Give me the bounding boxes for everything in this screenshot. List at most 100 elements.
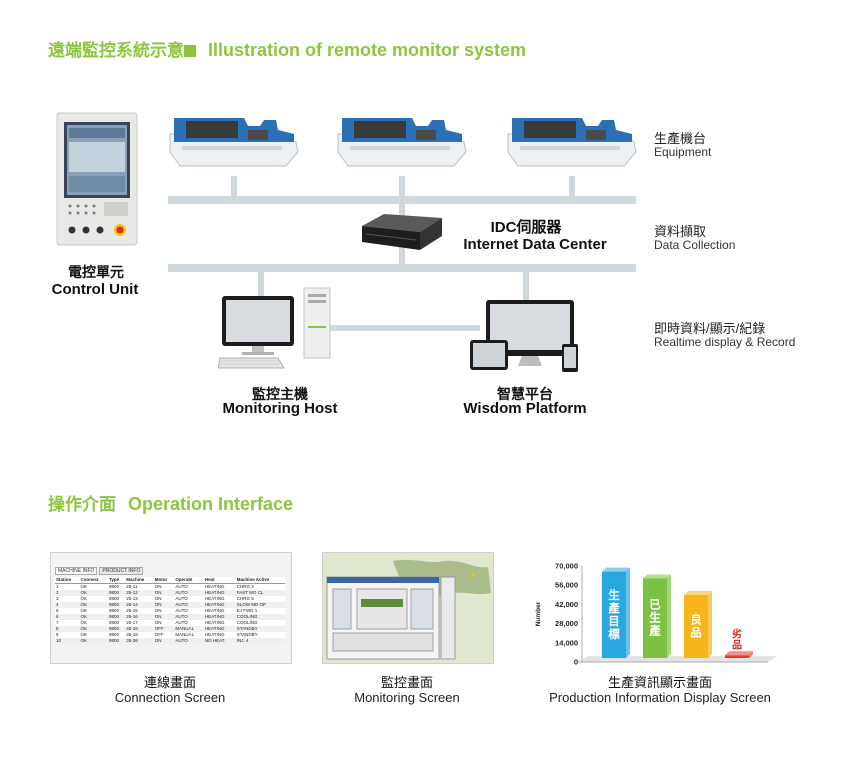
level-data-collection-zh: 資料擷取 [654,224,707,239]
table-cell: ON [154,638,162,643]
monitoring-host-icon [218,287,331,369]
monitoring-screen-thumbnail [322,552,494,664]
table-header-cell: Motor [153,577,175,584]
table-cell: 8 [56,626,59,631]
table-cell: OK [80,590,88,595]
table-cell: HEATING [204,614,225,619]
table-header-cell: Type [107,577,126,584]
world-map-background [323,553,493,663]
table-cell: OK [80,602,88,607]
y-tick-label: 0 [574,658,578,667]
table-cell: HEATING [204,584,225,589]
connection-screen-label-zh: 連線畫面 [143,675,196,690]
data-bus [168,264,636,272]
title-en: Illustration of remote monitor system [208,40,527,60]
table-cell: 9800 [108,584,119,589]
table-cell: 25-11 [126,584,138,589]
title2-en: Operation Interface [128,494,294,514]
table-cell: HEATING [204,620,225,625]
tab-machine-info: MACHINE INFO [55,567,98,575]
level-data-collection-en: Data Collection [654,238,736,252]
title-zh: 遠端監控系統示意 [48,41,184,60]
connection-screen-label-en: Connection Screen [114,690,226,705]
table-cell: AUTO [175,614,188,619]
bar-top [725,651,753,656]
y-tick-label: 14,000 [555,638,578,647]
tab-product-info: PRODUCT INFO [99,567,144,575]
table-cell: OK [80,584,88,589]
idc-label-en: Internet Data Center [463,236,607,253]
section-title-remote-monitor: 遠端監控系統示意 Illustration of remote monitor s… [48,36,526,61]
bar [643,578,667,658]
table-cell: OK [80,614,88,619]
table-cell: 9800 [108,590,119,595]
monitoring-screen-label-zh: 監控畫面 [380,675,433,690]
injection-machine-3-icon [507,118,637,167]
bar-label: 生 [649,611,661,625]
table-cell: 9800 [108,596,119,601]
table-cell: MANUAL [175,632,195,637]
table-cell: OK [80,638,88,643]
table-cell: 35-18 [126,632,138,637]
bar-label: 產 [607,601,620,615]
injection-machine-2-icon [337,118,467,167]
table-cell: HEATING [204,608,225,613]
table-cell: 3 [56,596,59,601]
table-header-cell: Connect [79,577,108,584]
table-cell: 9800 [108,602,119,607]
table-cell: CHRG 5 [236,596,254,601]
bar-label: 目 [608,614,620,628]
table-cell: NO HEAT. [204,638,226,643]
idc-label-zh: IDC伺服器 [490,219,562,236]
table-header-cell: Operate [174,577,204,584]
bar-label: 品 [732,639,742,651]
wisdom-platform-icon [470,300,578,372]
monitoring-host-label-zh: 監控主機 [252,386,308,402]
table-cell: INJ. 4 [236,638,249,643]
table-cell: 10 [56,638,62,643]
bar-side [626,567,630,658]
bar-label: 產 [648,624,661,638]
table-cell: AUTO [175,584,188,589]
level-realtime-en: Realtime display & Record [654,335,796,349]
monitoring-screen-label-en: Monitoring Screen [354,690,460,705]
bar [725,655,749,658]
bar-label: 良 [690,612,702,626]
table-cell: 9800 [108,638,119,643]
table-cell: ON [154,608,162,613]
control-unit-icon [56,112,138,246]
bar-side [708,590,712,658]
monitoring-host-label-en: Monitoring Host [222,400,338,417]
table-cell: STANDBY [236,632,258,637]
table-cell: OK [80,632,88,637]
table-cell: 9800 [108,608,119,613]
level-equipment-en: Equipment [654,145,712,159]
bar-label: 品 [690,625,702,639]
table-cell: HEATING [204,602,225,607]
bar-label: 已 [649,598,661,612]
table-cell: ON [154,614,162,619]
machine2-drop [399,176,405,198]
host-platform-link [330,325,480,331]
table-cell: 45-18 [126,626,138,631]
injection-machine-1-icon [169,118,299,167]
wisdom-platform-label-en: Wisdom Platform [463,400,587,417]
table-cell: 35-26 [126,638,138,643]
bar [602,571,626,658]
table-cell: AUTO [175,596,188,601]
